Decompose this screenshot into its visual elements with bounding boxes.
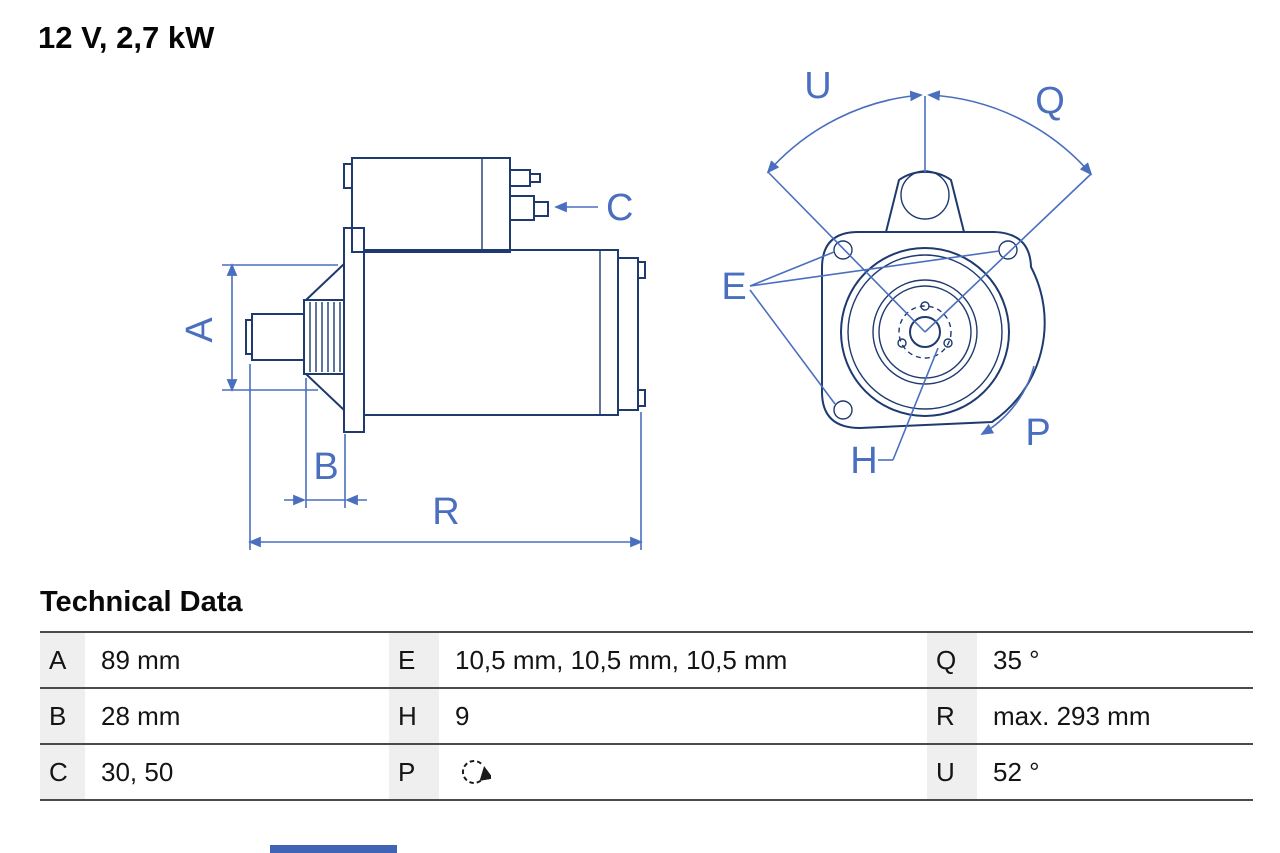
param-value xyxy=(441,745,925,799)
motor-body xyxy=(363,249,646,416)
param-letter: P xyxy=(389,745,439,799)
drive-end-pinion xyxy=(245,263,345,411)
dimension-u-q: U Q xyxy=(766,65,1093,333)
param-value: 30, 50 xyxy=(87,745,387,799)
partial-logo-strip xyxy=(270,845,397,853)
mounting-hole-top-left xyxy=(833,240,853,260)
param-letter: B xyxy=(40,689,85,743)
technical-data-table: A 89 mm E 10,5 mm, 10,5 mm, 10,5 mm Q 35… xyxy=(40,631,1253,801)
dimension-h: H xyxy=(850,347,939,482)
table-row: A 89 mm E 10,5 mm, 10,5 mm, 10,5 mm Q 35… xyxy=(40,633,1253,689)
mounting-hole-bottom-left xyxy=(833,400,853,420)
param-letter: C xyxy=(40,745,85,799)
param-value: 52 ° xyxy=(979,745,1253,799)
param-letter: Q xyxy=(927,633,977,687)
dimension-a: A xyxy=(179,263,338,392)
param-letter: E xyxy=(389,633,439,687)
dimension-r: R xyxy=(248,364,643,550)
dimension-e: E xyxy=(721,250,1000,405)
front-view: U Q E H P xyxy=(721,65,1093,482)
dimension-p: P xyxy=(980,365,1051,454)
table-row: B 28 mm H 9 R max. 293 mm xyxy=(40,689,1253,745)
solenoid xyxy=(343,157,549,253)
table-heading: Technical Data xyxy=(40,586,243,618)
mounting-hole-top-right xyxy=(998,240,1018,260)
param-value: 9 xyxy=(441,689,925,743)
dimension-label-r: R xyxy=(432,491,459,533)
technical-drawing: A B C R xyxy=(179,65,1093,550)
param-value: max. 293 mm xyxy=(979,689,1253,743)
param-letter: U xyxy=(927,745,977,799)
param-letter: R xyxy=(927,689,977,743)
technical-data-section: Technical Data A 89 mm E 10,5 mm, 10,5 m… xyxy=(40,586,1253,801)
dimension-b: B xyxy=(284,378,367,508)
param-value: 89 mm xyxy=(87,633,387,687)
dimension-label-e: E xyxy=(721,266,746,308)
dimension-label-a: A xyxy=(179,317,221,343)
dimension-label-q: Q xyxy=(1035,80,1065,122)
rotation-direction-icon xyxy=(462,759,491,784)
side-view: A B C R xyxy=(179,157,646,550)
param-letter: A xyxy=(40,633,85,687)
dimension-label-p: P xyxy=(1025,412,1050,454)
page-title: 12 V, 2,7 kW xyxy=(38,20,215,55)
dimension-c: C xyxy=(554,187,633,229)
dimension-label-b: B xyxy=(313,446,338,488)
dimension-label-h: H xyxy=(850,440,877,482)
param-value: 35 ° xyxy=(979,633,1253,687)
param-letter: H xyxy=(389,689,439,743)
mounting-flange xyxy=(821,231,1046,430)
table-row: C 30, 50 P U 52 ° xyxy=(40,745,1253,801)
mounting-flange-plate xyxy=(343,227,365,433)
dimension-label-c: C xyxy=(606,187,633,229)
param-value: 10,5 mm, 10,5 mm, 10,5 mm xyxy=(441,633,925,687)
body-circles xyxy=(840,247,1010,417)
dimension-label-u: U xyxy=(804,65,831,107)
param-value: 28 mm xyxy=(87,689,387,743)
top-bracket xyxy=(885,170,965,233)
